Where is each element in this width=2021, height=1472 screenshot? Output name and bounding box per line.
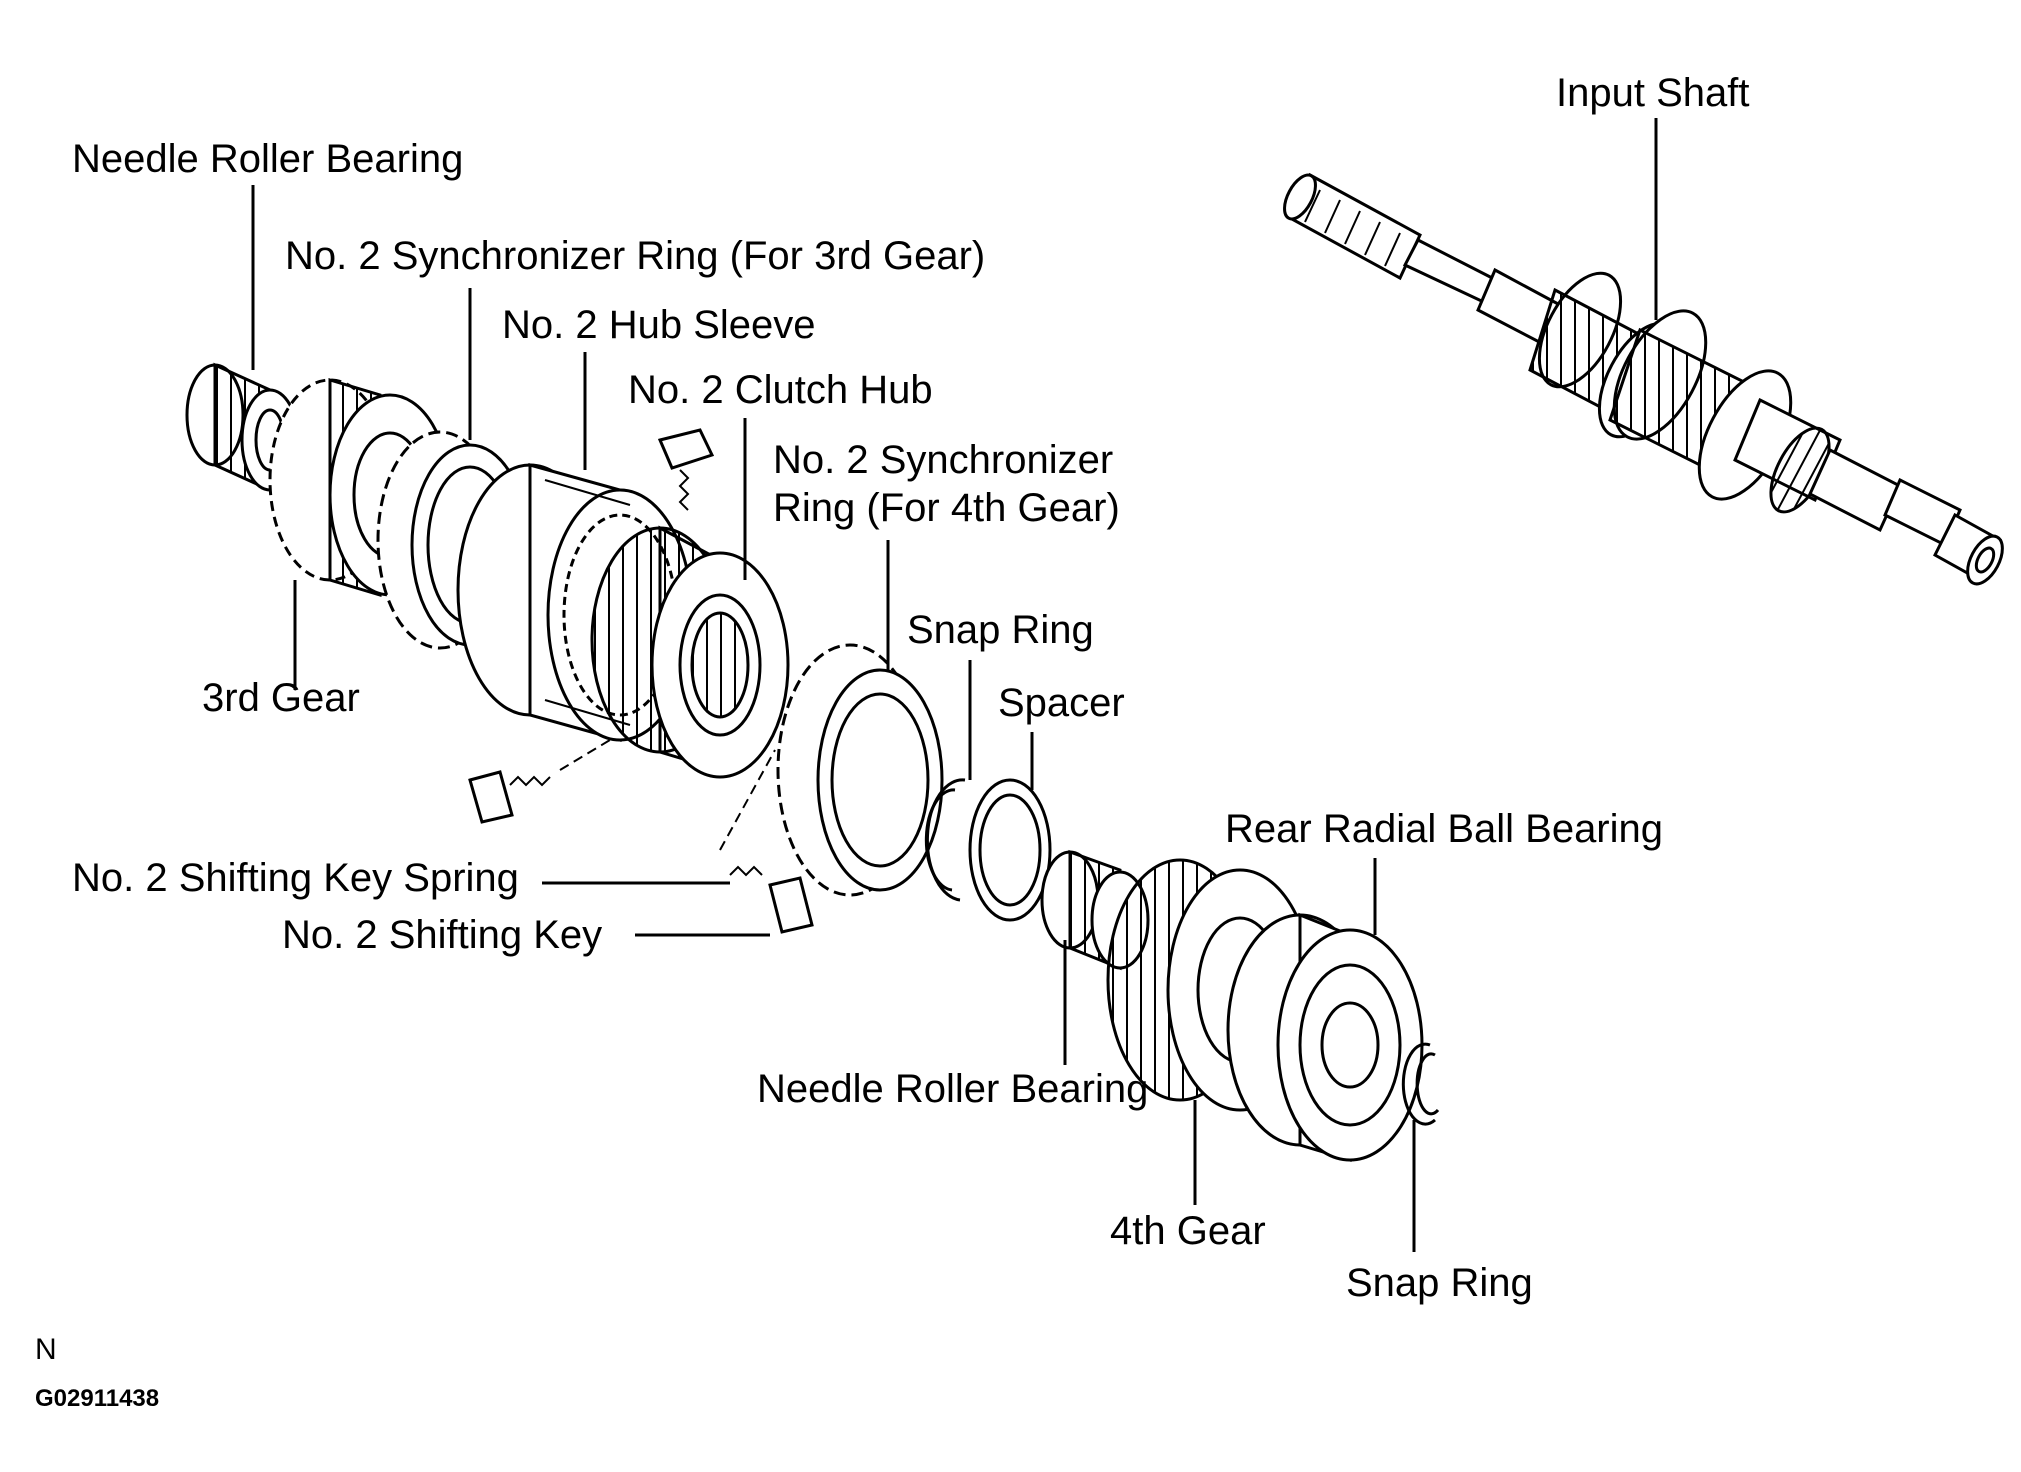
footer-marker: N — [35, 1333, 57, 1366]
input-shaft-drawing — [1283, 172, 2004, 586]
figure-code: G02911438 — [35, 1385, 160, 1412]
rear-radial-ball-bearing-drawing — [1226, 912, 1424, 1163]
label-synchronizer-ring-3rd: No. 2 Synchronizer Ring (For 3rd Gear) — [285, 234, 986, 278]
label-hub-sleeve: No. 2 Hub Sleeve — [502, 303, 816, 347]
synchronizer-ring-4th-drawing — [776, 643, 944, 897]
label-shifting-key-spring: No. 2 Shifting Key Spring — [72, 856, 519, 900]
label-snap-ring-lower: Snap Ring — [1346, 1261, 1533, 1305]
snap-ring-lower-drawing — [1401, 1042, 1440, 1126]
label-input-shaft: Input Shaft — [1556, 71, 1750, 115]
spacer-drawing — [968, 778, 1052, 922]
label-rear-radial-ball-bearing: Rear Radial Ball Bearing — [1225, 807, 1664, 851]
label-needle-roller-bearing-bottom: Needle Roller Bearing — [757, 1067, 1149, 1111]
snap-ring-upper-drawing — [924, 778, 966, 902]
label-third-gear: 3rd Gear — [202, 676, 360, 720]
label-needle-roller-bearing-top: Needle Roller Bearing — [72, 137, 464, 181]
label-fourth-gear: 4th Gear — [1110, 1209, 1266, 1253]
label-synchronizer-ring-4th-line2: Ring (For 4th Gear) — [773, 486, 1120, 530]
clutch-hub-drawing — [590, 525, 790, 779]
leader-lines — [251, 118, 1658, 1252]
shifting-keys-drawing — [468, 428, 814, 934]
label-synchronizer-ring-4th-line1: No. 2 Synchronizer — [773, 438, 1114, 482]
label-clutch-hub: No. 2 Clutch Hub — [628, 368, 933, 412]
label-spacer: Spacer — [998, 681, 1125, 725]
hub-sleeve-drawing — [456, 463, 694, 742]
label-snap-ring-upper: Snap Ring — [907, 608, 1094, 652]
label-shifting-key: No. 2 Shifting Key — [282, 913, 603, 957]
